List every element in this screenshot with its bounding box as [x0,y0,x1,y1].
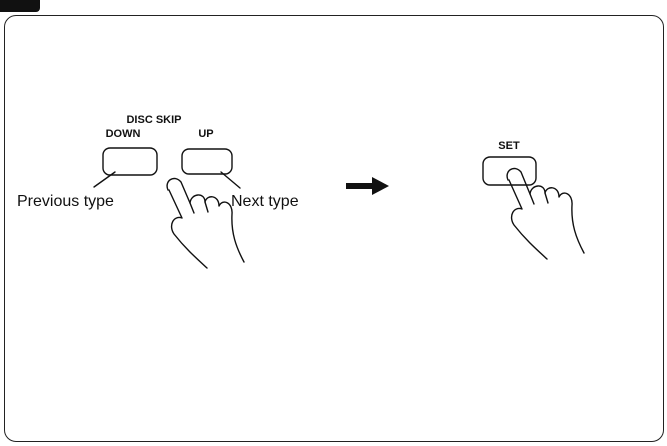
down-button[interactable] [102,147,158,176]
set-button[interactable] [482,156,537,186]
pointing-hand-icon [506,167,585,260]
previous-leader-line [93,171,116,188]
down-button-label: DOWN [106,128,141,140]
next-leader-line [220,171,241,189]
next-step-arrow-icon [346,177,389,195]
up-button[interactable] [181,148,233,175]
pointing-hand-icon [166,177,245,269]
disc-skip-label: DISC SKIP [126,114,181,126]
page-corner-tab [0,0,40,12]
next-type-caption: Next type [231,193,299,210]
up-button-label: UP [198,128,213,140]
previous-type-caption: Previous type [17,193,114,210]
illustration-frame [4,15,664,442]
set-button-label: SET [498,140,520,152]
